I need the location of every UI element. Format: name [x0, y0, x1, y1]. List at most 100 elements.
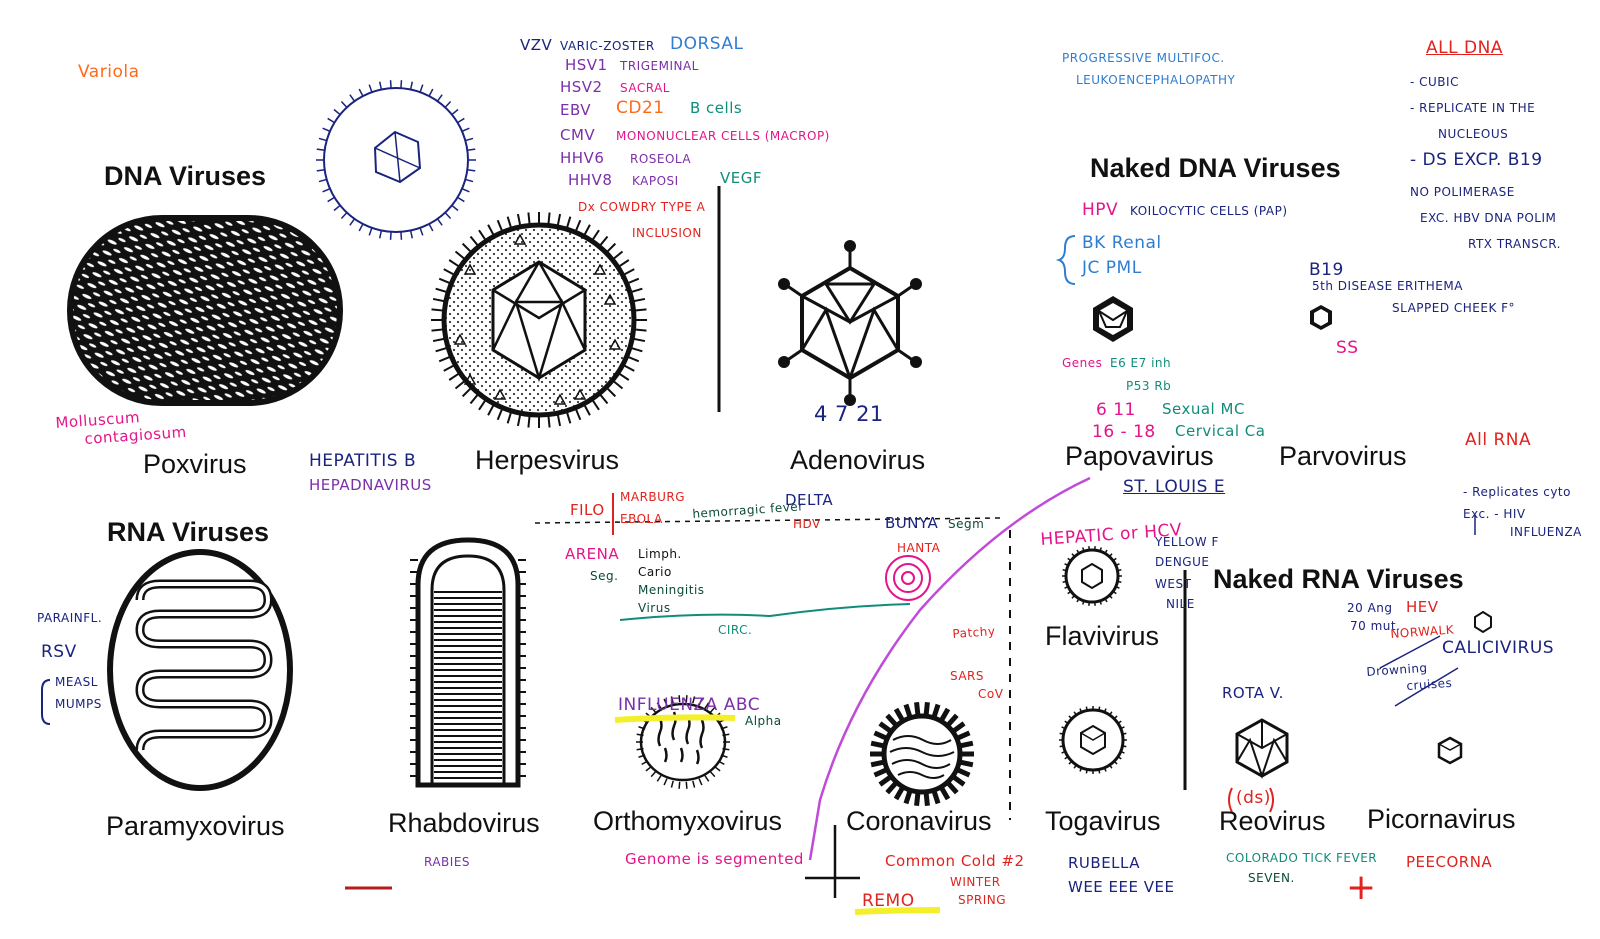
- dna-prop: - REPLICATE IN THE: [1410, 101, 1536, 115]
- envelope-spike: [467, 148, 476, 151]
- note-mumps: MUMPS: [55, 697, 102, 711]
- lcmv-line: Virus: [638, 601, 671, 615]
- envelope-spike: [629, 287, 643, 294]
- adenovirus-drawing: [778, 240, 922, 406]
- orthomyxovirus-drawing: [636, 695, 730, 789]
- dna-prop: NUCLEOUS: [1438, 127, 1509, 141]
- note-hdv: HDV: [793, 517, 821, 531]
- envelope-spike: [631, 297, 646, 303]
- envelope-spike: [436, 94, 443, 102]
- envelope-spike: [400, 231, 403, 240]
- envelope-spike: [626, 355, 640, 363]
- envelope-spike: [318, 137, 327, 142]
- envelope-spike: [1113, 715, 1118, 720]
- envelope-spike: [631, 337, 646, 343]
- herpes-code: HSV1: [565, 56, 608, 74]
- envelope-spike: [704, 702, 710, 709]
- envelope-spike: [641, 760, 649, 766]
- envelope-spike: [467, 169, 476, 172]
- envelope-spike: [1120, 726, 1125, 730]
- note-arena-seg: Seg.: [590, 569, 619, 583]
- envelope-spike: [698, 778, 703, 786]
- note-hev: HEV: [1406, 598, 1439, 616]
- envelope-spike: [443, 268, 456, 277]
- envelope-spike: [432, 337, 447, 343]
- label-papovavirus: Papovavirus: [1065, 441, 1214, 471]
- rna-prop: Exc. - HIV: [1463, 507, 1526, 521]
- envelope-spike: [714, 765, 721, 772]
- envelope-spike: [1064, 585, 1069, 589]
- envelope-spike: [685, 781, 688, 789]
- envelope-spike: [322, 127, 331, 133]
- note-hpv-611: 6 11: [1096, 400, 1136, 420]
- envelope-spike: [1098, 769, 1101, 774]
- rna-prop: - Replicates cyto: [1463, 485, 1571, 499]
- note-bk: BK Renal: [1082, 233, 1162, 253]
- envelope-spike: [633, 328, 647, 332]
- envelope-spike: [1112, 557, 1117, 562]
- envelope-spike: [322, 187, 331, 193]
- envelope-spike: [516, 213, 522, 228]
- envelope-spike: [1117, 580, 1122, 583]
- envelope-spike: [1082, 547, 1085, 552]
- envelope-spike: [1067, 557, 1072, 562]
- envelope-spike: [1076, 549, 1080, 554]
- note-bunya-seg: Segm: [948, 517, 985, 531]
- envelope-spike: [605, 242, 617, 254]
- note-e6e7: E6 E7 inh: [1110, 356, 1172, 370]
- herpes-code: HHV6: [560, 149, 605, 167]
- envelope-spike: [316, 169, 325, 172]
- label-rhabdovirus: Rhabdovirus: [388, 808, 540, 838]
- envelope-spike: [461, 386, 473, 398]
- flavi-item: WEST: [1155, 577, 1192, 591]
- envelope-spike: [1071, 594, 1076, 599]
- envelope-spike: [1117, 756, 1122, 760]
- envelope-spike: [358, 88, 364, 97]
- envelope-spike: [1079, 767, 1083, 772]
- envelope-spike: [436, 218, 443, 226]
- note-cowdry: Dx COWDRY TYPE A: [578, 200, 706, 214]
- herpes-desc: CD21: [616, 98, 665, 118]
- herpes-extra: VEGF: [720, 169, 762, 187]
- envelope-spike: [368, 227, 373, 236]
- envelope-spike: [1122, 745, 1127, 748]
- envelope-spike: [1062, 569, 1067, 572]
- envelope-spike: [318, 178, 327, 183]
- note-genome-segmented: Genome is segmented: [625, 850, 804, 868]
- envelope-spike: [622, 363, 635, 372]
- envelope-spike: [457, 117, 465, 124]
- envelope-spike: [431, 328, 445, 332]
- note-calicivirus: CALICIVIRUS: [1442, 638, 1555, 658]
- note-all-dna: ALL DNA: [1426, 38, 1503, 58]
- envelope-spike: [400, 80, 403, 89]
- envelope-spike: [496, 219, 504, 233]
- envelope-spike: [1085, 769, 1088, 774]
- envelope-spike: [435, 346, 449, 353]
- envelope-spike: [629, 346, 643, 353]
- envelope-spike: [1103, 767, 1107, 772]
- envelope-spike: [465, 178, 474, 183]
- note-rabies: RABIES: [424, 855, 471, 869]
- note-hepadnavirus: HEPADNAVIRUS: [309, 476, 432, 494]
- envelope-spike: [670, 780, 674, 788]
- envelope-spike: [626, 277, 640, 285]
- note-plus-mark: +: [1346, 867, 1377, 908]
- note-bunya: BUNYA: [885, 514, 939, 532]
- note-measles: MEASL: [55, 675, 98, 689]
- note-filo: FILO: [570, 501, 605, 519]
- note-influenza: INFLUENZA ABC: [618, 695, 761, 715]
- label-picornavirus: Picornavirus: [1367, 804, 1516, 834]
- envelope-spike: [622, 268, 635, 277]
- envelope-spike: [1059, 745, 1064, 748]
- envelope-spike: [461, 242, 473, 254]
- note-adeno-serotypes: 4 7 21: [814, 402, 884, 426]
- flavi-item: DENGUE: [1155, 555, 1210, 569]
- note-b19: B19: [1309, 260, 1344, 280]
- envelope-spike: [368, 84, 373, 93]
- envelope-spike: [656, 775, 662, 782]
- picornavirus-drawing: [1437, 736, 1463, 765]
- herpes-sketch-drawing: [316, 80, 476, 240]
- note-koilocytic: KOILOCYTIC CELLS (PAP): [1130, 204, 1288, 218]
- note-ds: (ds): [1236, 788, 1271, 808]
